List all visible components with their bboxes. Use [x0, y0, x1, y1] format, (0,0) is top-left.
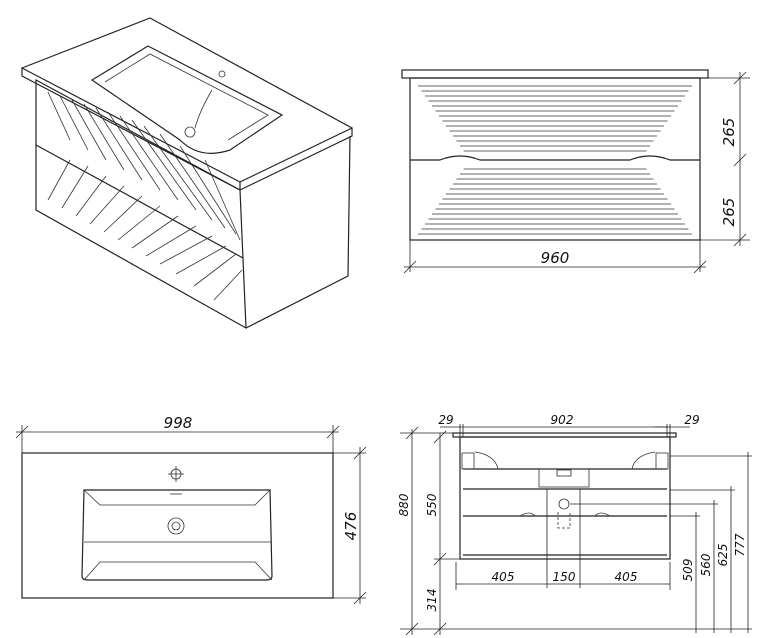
dim-cabinet-height: 550 [425, 493, 439, 516]
dim-top-depth: 476 [342, 512, 360, 541]
front-view: 265 265 960 [401, 69, 750, 274]
dim-drain-spacing: 150 [553, 570, 576, 584]
iso-stripes [47, 91, 243, 301]
dim-front-width: 960 [541, 249, 570, 267]
dim-floor-clearance: 314 [425, 589, 439, 612]
front-stripes [418, 85, 692, 235]
dim-drawer-top: 265 [720, 118, 738, 147]
isometric-view [20, 17, 354, 330]
dim-560: 560 [699, 553, 713, 576]
top-view: 998 476 [15, 414, 367, 605]
dim-top-width: 998 [164, 414, 193, 432]
dim-drawer-bottom: 265 [720, 198, 738, 227]
dim-side-right: 29 [684, 413, 699, 427]
dim-side-left: 29 [438, 413, 453, 427]
dim-509: 509 [681, 559, 695, 582]
installation-view: 880 550 314 29 902 29 405 150 405 509 56… [397, 413, 752, 636]
dim-offset-right: 405 [615, 570, 638, 584]
dim-inner-width: 902 [551, 413, 574, 427]
dim-offset-left: 405 [492, 570, 515, 584]
dim-625: 625 [716, 544, 730, 567]
dim-total-height: 880 [397, 493, 411, 516]
dim-777: 777 [733, 533, 747, 556]
